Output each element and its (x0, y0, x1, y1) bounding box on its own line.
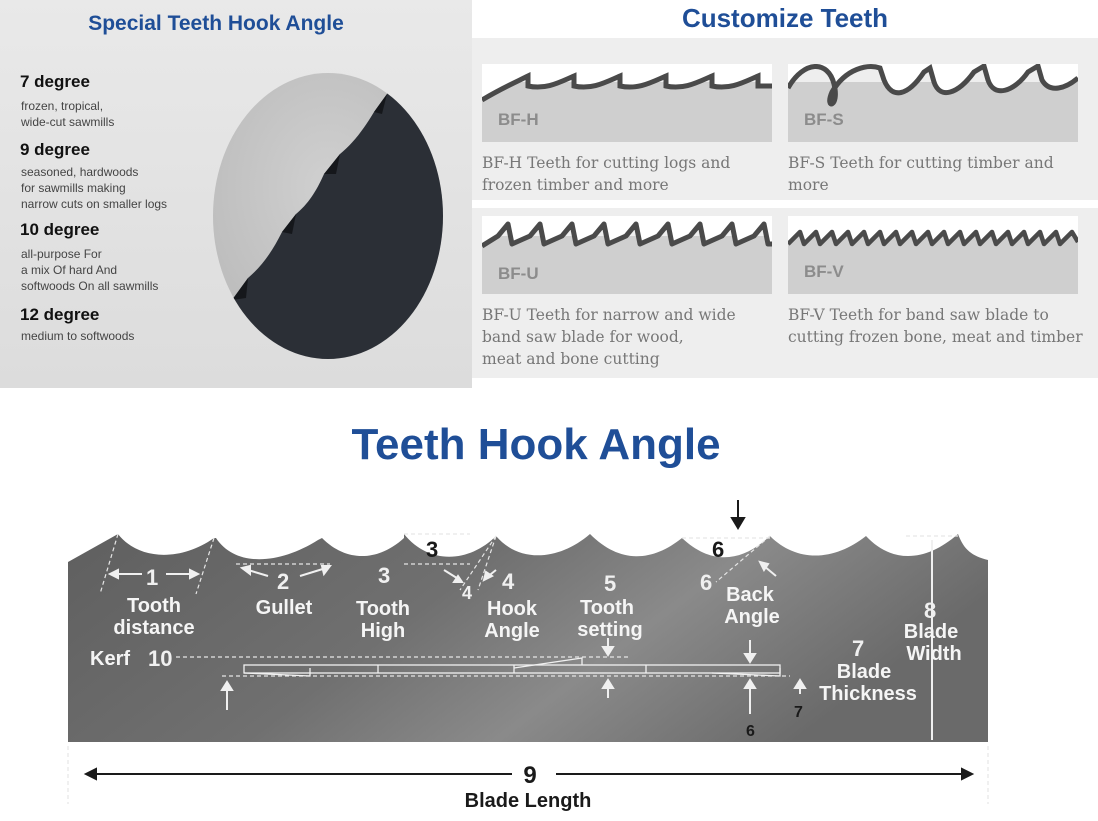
label-n6: 6 (700, 570, 712, 595)
tooth-card-bf-u: BF-U (482, 216, 772, 294)
guide-lines (67, 533, 989, 804)
bf-v-description: BF-V Teeth for band saw blade to cutting… (788, 306, 1083, 346)
customize-teeth-panel: Customize Teeth BF-H BF-H Teeth for cutt… (472, 0, 1098, 388)
kerf-label: Kerf (90, 648, 130, 670)
blade-length-label: Blade Length (465, 790, 592, 812)
degree-10-title: 10 degree (20, 220, 100, 239)
tooth-card-bf-v: BF-V (788, 216, 1078, 294)
bf-s-tooth-profile (788, 64, 1078, 142)
blade-body (68, 534, 988, 742)
bf-u-label: BF-U (498, 264, 539, 283)
tooth-high-label-2: High (361, 620, 405, 642)
gullet-label: Gullet (256, 597, 313, 619)
degree-9-title: 9 degree (20, 140, 90, 159)
label-n6-top: 6 (712, 537, 724, 562)
label-n4-small: 4 (462, 583, 472, 603)
hook-angle-label-2: Angle (484, 620, 540, 642)
label-n3: 3 (378, 563, 390, 588)
back-angle-label-1: Back (726, 584, 775, 606)
tooth-setting-plates (243, 657, 781, 677)
bf-h-label: BF-H (498, 110, 539, 129)
tooth-card-bf-h: BF-H (482, 64, 772, 142)
blade-anatomy-diagram: 1 Tooth distance 2 Gullet 3 3 Tooth High… (67, 500, 989, 812)
label-n3-top: 3 (426, 537, 438, 562)
hook-panel-title: Special Teeth Hook Angle (88, 12, 344, 35)
hook-angle-panel: Special Teeth Hook Angle 7 degree frozen… (0, 0, 472, 388)
blade-width-label-1: Blade (904, 621, 958, 643)
diagram-title: Teeth Hook Angle (351, 420, 721, 469)
label-n9: 9 (523, 762, 536, 789)
dimension-arrows (107, 540, 933, 740)
degree-9-desc: seasoned, hardwoods for sawmills making … (21, 165, 168, 211)
degree-7-desc: frozen, tropical, wide-cut sawmills (21, 99, 115, 129)
label-n1: 1 (146, 565, 158, 590)
label-n8: 8 (924, 598, 936, 623)
label-n10: 10 (148, 646, 172, 671)
label-n2: 2 (277, 569, 289, 594)
blade-closeup-illustration (213, 73, 443, 359)
degree-7-title: 7 degree (20, 72, 90, 91)
blade-width-label-2: Width (906, 643, 961, 665)
bf-u-description: BF-U Teeth for narrow and wide band saw … (482, 306, 736, 368)
degree-10-desc: all-purpose For a mix Of hard And softwo… (21, 247, 159, 293)
bf-s-description: BF-S Teeth for cutting timber and more (788, 154, 1054, 194)
tooth-distance-label-2: distance (113, 617, 194, 639)
label-n5: 5 (604, 571, 616, 596)
label-n4: 4 (502, 569, 515, 594)
bf-h-description: BF-H Teeth for cutting logs and frozen t… (482, 154, 731, 194)
bf-v-tooth-profile (788, 216, 1078, 294)
top-pointer-arrow (730, 500, 746, 530)
customize-panel-title: Customize Teeth (681, 3, 889, 33)
blade-thickness-label-1: Blade (837, 661, 891, 683)
tooth-high-label-1: Tooth (356, 598, 410, 620)
label-n6-bottom: 6 (746, 723, 755, 740)
label-n7: 7 (852, 636, 864, 661)
label-n7-small: 7 (794, 704, 803, 721)
bf-s-label: BF-S (804, 110, 844, 129)
blade-length-arrow (83, 767, 975, 781)
blade-thickness-label-2: Thickness (819, 683, 917, 705)
back-angle-label-2: Angle (724, 606, 780, 628)
bf-h-tooth-profile (482, 64, 772, 142)
tooth-setting-label-1: Tooth (580, 597, 634, 619)
degree-12-title: 12 degree (20, 305, 100, 324)
bf-u-tooth-profile (482, 216, 772, 294)
tooth-card-bf-s: BF-S (788, 64, 1078, 142)
bf-v-label: BF-V (804, 262, 844, 281)
tooth-distance-label-1: Tooth (127, 595, 181, 617)
hook-angle-label-1: Hook (487, 598, 538, 620)
tooth-setting-label-2: setting (577, 619, 643, 641)
degree-12-desc: medium to softwoods (21, 329, 135, 343)
